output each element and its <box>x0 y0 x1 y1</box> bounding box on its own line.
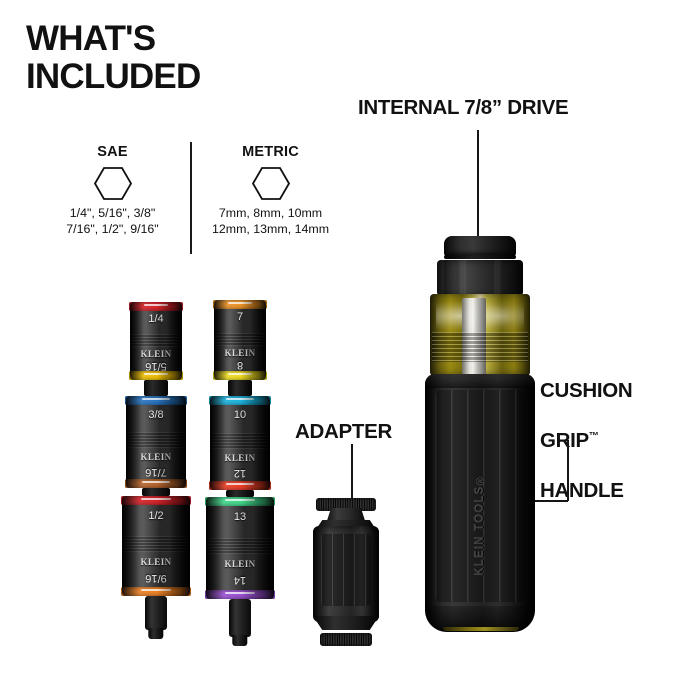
driver-internal-shaft <box>462 298 486 376</box>
trademark-symbol: ™ <box>588 431 599 443</box>
grip-top-edge <box>425 374 535 388</box>
callout-label-cushion-grip: CUSHION GRIP™ HANDLE <box>540 353 633 503</box>
grip-flutes <box>435 390 525 602</box>
socket-ribs <box>214 333 266 346</box>
callout-leader-cushion-grip-horizontal <box>512 500 568 502</box>
cushion-grip-handle: KLEIN TOOLS® <box>425 374 535 632</box>
socket-brand-label: KLEIN <box>224 453 256 463</box>
spec-sizes-metric: 7mm, 8mm, 10mm 12mm, 13mm, 14mm <box>211 206 330 237</box>
socket-neck <box>142 488 170 496</box>
socket-sae-2: 3/8 KLEIN 7/16 <box>125 396 187 488</box>
socket-brand-label: KLEIN <box>140 557 172 567</box>
spec-column-metric: METRIC 7mm, 8mm, 10mm 12mm, 13mm, 14mm <box>198 144 343 238</box>
socket-color-band-top <box>125 396 187 405</box>
socket-neck <box>226 490 254 497</box>
socket-size-label-top: 1/2 <box>148 510 164 522</box>
handle-brand-label: KLEIN TOOLS® <box>474 471 486 576</box>
socket-ribs <box>130 334 182 347</box>
callout-label-adapter: ADAPTER <box>295 420 392 443</box>
socket-size-label-top: 13 <box>233 511 247 523</box>
size-spec-block: SAE 1/4", 5/16", 3/8" 7/16", 1/2", 9/16"… <box>40 142 343 254</box>
socket-sae-3: 1/2 KLEIN 9/16 <box>121 496 191 596</box>
socket-brand-label: KLEIN <box>224 559 256 569</box>
spec-sizes-sae: 1/4", 5/16", 3/8" 7/16", 1/2", 9/16" <box>66 206 159 237</box>
driver-collar-facets <box>437 260 523 296</box>
socket-size-label-bottom: 12 <box>233 467 247 479</box>
socket-ribs <box>206 538 274 554</box>
callout-leader-cushion-grip-vertical <box>567 440 569 501</box>
socket-brand-label: KLEIN <box>140 452 172 462</box>
bit-tip <box>232 635 248 646</box>
callout-grip-line1: CUSHION <box>540 379 633 402</box>
bit-tip <box>148 628 164 639</box>
sae-socket-stack: 1/4 KLEIN 5/16 3/8 KLEIN 7/16 1/2 KLEIN <box>118 302 194 639</box>
socket-color-band-bottom <box>121 587 191 596</box>
driver-cap-seam <box>444 255 516 259</box>
hexagon-icon <box>198 166 343 200</box>
socket-color-band-bottom <box>209 481 271 490</box>
socket-color-band-top <box>209 396 271 405</box>
adapter-lower-taper <box>313 616 379 630</box>
socket-color-band-bottom <box>205 590 275 599</box>
socket-color-band-bottom <box>125 479 187 488</box>
hex-shank <box>145 596 167 639</box>
hexagon-icon <box>40 166 185 200</box>
adapter-barrel <box>313 526 379 622</box>
socket-size-label-bottom: 7/16 <box>145 466 167 478</box>
socket-neck <box>228 380 252 396</box>
callout-grip-line3: HANDLE <box>540 479 624 502</box>
socket-metric-2: 10 KLEIN 12 <box>209 396 271 490</box>
spec-title-metric: METRIC <box>242 144 299 160</box>
metric-socket-stack: 7 KLEIN 8 10 KLEIN 12 13 KLEIN 14 <box>202 300 278 646</box>
driver-barrel-threads <box>432 332 528 362</box>
callout-label-internal-drive: INTERNAL 7/8” DRIVE <box>358 96 569 119</box>
socket-color-band-bottom <box>213 371 267 380</box>
spec-title-sae: SAE <box>97 144 128 160</box>
adapter-tool <box>310 498 382 646</box>
socket-size-label-bottom: 9/16 <box>145 572 167 584</box>
socket-ribs <box>126 432 186 448</box>
adapter-flutes <box>321 534 371 606</box>
socket-color-band-top <box>129 302 183 311</box>
socket-brand-label: KLEIN <box>224 348 256 358</box>
driver-end-cap <box>444 236 516 256</box>
socket-size-label-bottom: 8 <box>236 359 244 371</box>
socket-size-label-top: 3/8 <box>148 409 164 421</box>
socket-color-band-top <box>205 497 275 506</box>
socket-size-label-top: 7 <box>236 311 244 323</box>
grip-foot-accent <box>443 627 519 631</box>
socket-size-label-bottom: 14 <box>233 574 247 586</box>
nut-driver-handle: KLEIN TOOLS® <box>424 236 536 646</box>
callout-leader-adapter <box>351 444 353 515</box>
adapter-bottom-flange <box>320 633 372 646</box>
socket-ribs <box>122 536 190 552</box>
socket-brand-label: KLEIN <box>140 349 172 359</box>
spec-column-sae: SAE 1/4", 5/16", 3/8" 7/16", 1/2", 9/16" <box>40 144 185 238</box>
socket-color-band-top <box>213 300 267 309</box>
spec-divider <box>190 142 192 254</box>
hex-shank <box>229 599 251 646</box>
driver-internal-drive-collar <box>437 260 523 296</box>
socket-ribs <box>210 433 270 449</box>
socket-size-label-top: 1/4 <box>148 313 164 325</box>
socket-metric-3: 13 KLEIN 14 <box>205 497 275 599</box>
callout-leader-internal-drive <box>477 130 479 254</box>
socket-sae-1: 1/4 KLEIN 5/16 <box>129 302 183 380</box>
socket-neck <box>144 380 168 396</box>
socket-color-band-top <box>121 496 191 505</box>
callout-grip-line2: GRIP <box>540 429 589 452</box>
socket-color-band-bottom <box>129 371 183 380</box>
socket-size-label-top: 10 <box>233 409 247 421</box>
adapter-top-flange <box>316 498 376 511</box>
socket-metric-1: 7 KLEIN 8 <box>213 300 267 380</box>
page-title: WHAT'S INCLUDED <box>26 19 201 96</box>
